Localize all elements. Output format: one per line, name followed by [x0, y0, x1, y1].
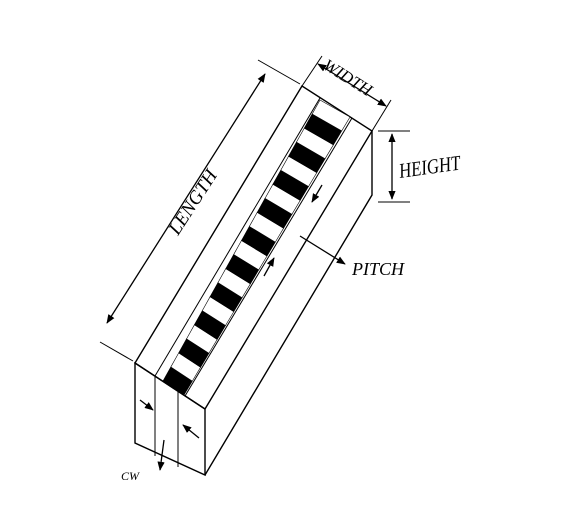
cw-label: CW: [121, 469, 140, 483]
width-ext-left: [301, 55, 323, 87]
width-arrow: [317, 63, 387, 107]
pitch-arrow-bottom: [263, 257, 275, 277]
ridge-edge-right: [184, 117, 353, 397]
block-outline: [134, 85, 373, 477]
length-ext-bottom: [99, 341, 134, 362]
pitch-dimension: PITCH: [263, 184, 405, 279]
width-label: WIDTH: [320, 55, 377, 101]
pitch-label: PITCH: [351, 259, 405, 279]
pitch-arrow-top: [311, 184, 323, 203]
cw-dimension: CW: [121, 399, 200, 483]
height-dimension: HEIGHT: [378, 130, 463, 203]
width-ext-right: [371, 99, 392, 132]
cw-arrow-right: [182, 424, 200, 439]
height-label: HEIGHT: [397, 152, 463, 184]
pitch-leader: [299, 235, 346, 265]
length-ext-top: [257, 59, 301, 85]
cw-arrow-left: [139, 399, 154, 411]
grating-stripes: [162, 99, 351, 396]
cw-leader: [157, 439, 165, 471]
side-face: [204, 131, 373, 476]
length-arrow: [106, 73, 266, 324]
length-label: LENGTH: [164, 165, 223, 239]
